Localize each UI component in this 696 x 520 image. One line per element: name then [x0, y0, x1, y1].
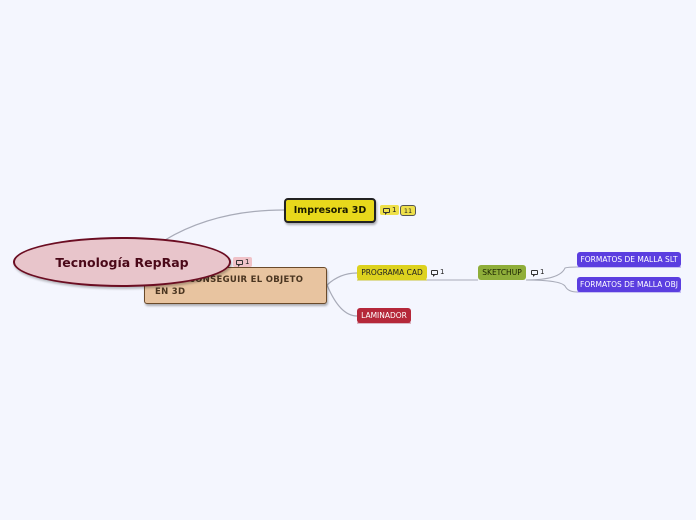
link-sketchup-obj [525, 279, 578, 293]
link-sketchup-slt [525, 266, 578, 281]
topic-sketchup-label: SKETCHUP [482, 268, 522, 277]
central-topic[interactable]: Tecnología RepRap [13, 237, 231, 287]
sketchup-comment-badge[interactable]: 1 [531, 268, 545, 277]
cad-comment-count: 1 [440, 268, 445, 276]
topic-formato-slt-label: FORMATOS DE MALLA SLT [580, 255, 678, 264]
root-comment-count: 1 [245, 258, 250, 266]
topic-laminador-label: LAMINADOR [361, 311, 407, 320]
comment-icon [236, 259, 243, 267]
comment-icon [531, 269, 538, 277]
sketchup-comment-count: 1 [540, 268, 545, 276]
topic-printer-3d-label: Impresora 3D [293, 205, 367, 216]
central-topic-label: Tecnología RepRap [55, 254, 189, 270]
topic-programa-cad[interactable]: PROGRAMA CAD [357, 265, 427, 280]
link-object-cad [326, 272, 358, 286]
topic-sketchup[interactable]: SKETCHUP [478, 265, 526, 280]
link-object-laminador [326, 284, 358, 317]
printer-comment-count: 1 [392, 206, 397, 214]
root-comment-badge[interactable]: 1 [233, 257, 253, 267]
comment-icon [383, 207, 390, 215]
link-root-printer [164, 209, 285, 241]
printer-comment-badge[interactable]: 1 [380, 205, 400, 215]
printer-child-count-badge[interactable]: 11 [400, 205, 416, 216]
topic-printer-3d[interactable]: Impresora 3D [284, 198, 376, 223]
topic-object-3d-label: CÓMO CONSEGUIR EL OBJETO EN 3D [155, 275, 304, 297]
topic-formato-obj[interactable]: FORMATOS DE MALLA OBJ [577, 277, 681, 292]
comment-icon [431, 269, 438, 277]
cad-comment-badge[interactable]: 1 [431, 268, 445, 277]
topic-formato-slt[interactable]: FORMATOS DE MALLA SLT [577, 252, 681, 267]
topic-laminador[interactable]: LAMINADOR [357, 308, 411, 323]
topic-formato-obj-label: FORMATOS DE MALLA OBJ [580, 280, 678, 289]
topic-programa-cad-label: PROGRAMA CAD [361, 268, 423, 277]
